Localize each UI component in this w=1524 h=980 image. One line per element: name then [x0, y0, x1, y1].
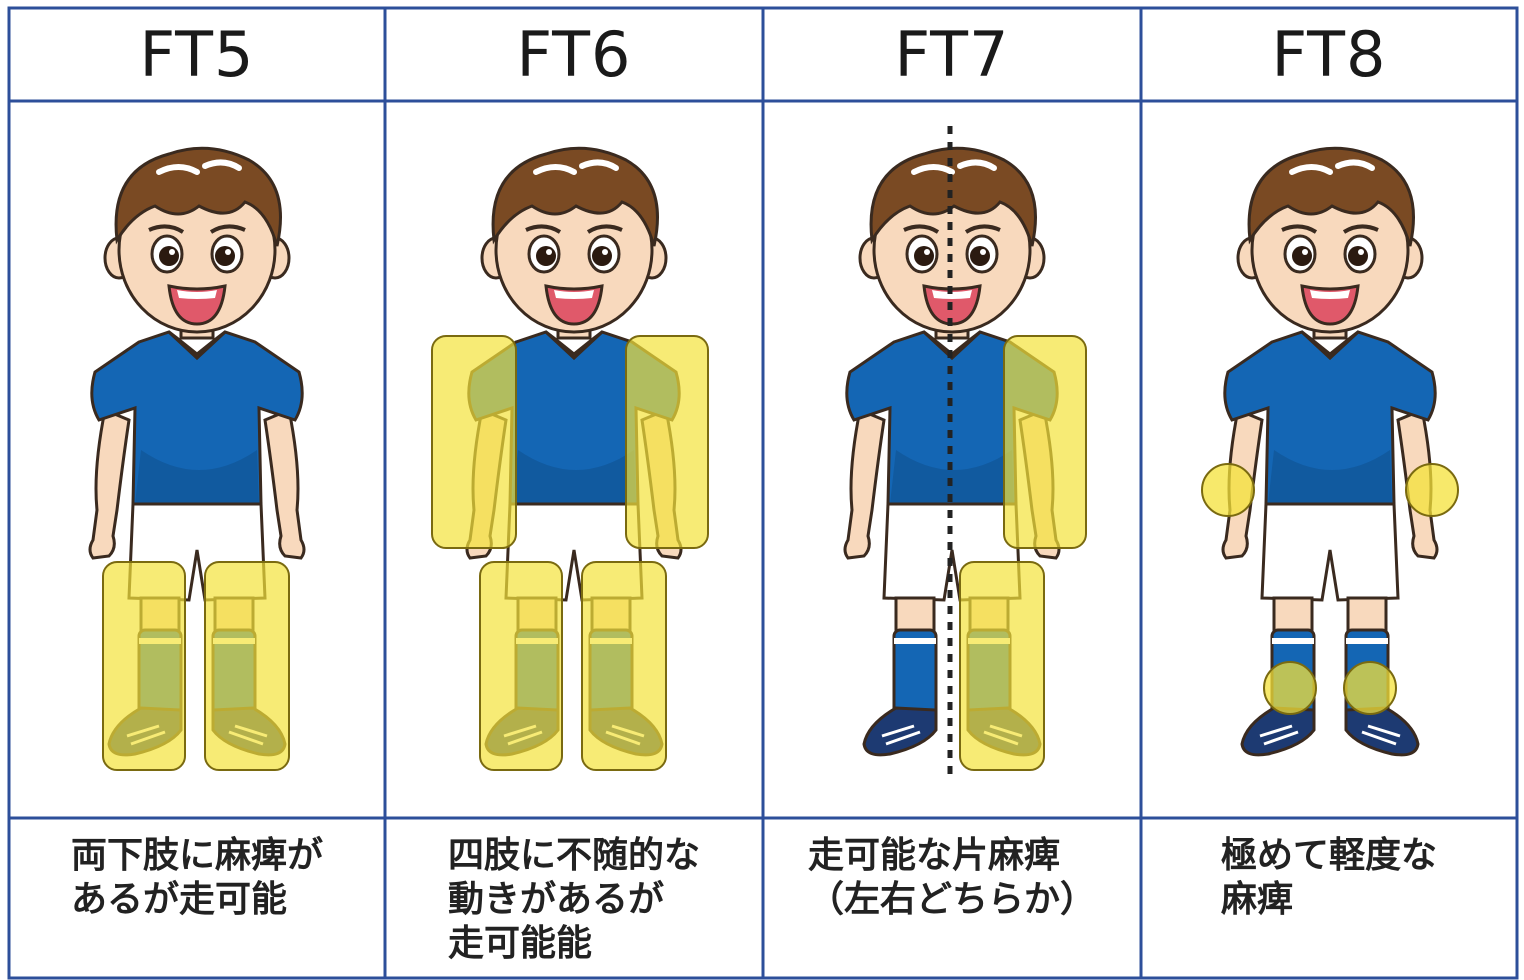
boy-illustration — [431, 146, 709, 771]
boy-illustration — [88, 146, 306, 771]
highlight-region — [204, 561, 290, 771]
shoes — [1240, 706, 1420, 757]
description-line: （左右どちらか） — [807, 879, 1096, 920]
description-line: 極めて軽度な — [1220, 835, 1437, 876]
description-ft6: 四肢に不随的な 動きがあるが 走可能能 — [385, 830, 763, 980]
jersey — [90, 330, 304, 506]
description-line: 走可能能 — [447, 923, 592, 964]
highlight-region — [959, 561, 1045, 771]
description-line: 四肢に不随的な — [447, 835, 700, 876]
description-line: 麻痺 — [1220, 879, 1293, 920]
highlight-region — [581, 561, 667, 771]
figure-ft7 — [764, 110, 1140, 814]
boy-illustration — [843, 126, 1087, 780]
description-line: 両下肢に麻痺が — [70, 835, 323, 876]
jersey — [1223, 330, 1437, 506]
highlight-region — [102, 561, 186, 771]
shorts — [1260, 502, 1400, 602]
highlight-region — [1201, 463, 1255, 517]
header-ft7: FT7 — [894, 18, 1010, 91]
description-ft7: 走可能な片麻痺 （左右どちらか） — [763, 830, 1141, 980]
arms — [88, 407, 306, 560]
head — [480, 146, 668, 340]
figure-ft8 — [1142, 110, 1518, 814]
head — [1236, 146, 1424, 340]
description-ft5: 両下肢に麻痺が あるが走可能 — [9, 830, 385, 980]
description-ft8: 極めて軽度な 麻痺 — [1141, 830, 1517, 980]
highlight-region — [1343, 661, 1397, 715]
highlight-region — [1263, 661, 1317, 715]
description-line: あるが走可能 — [70, 879, 287, 920]
description-line: 走可能な片麻痺 — [807, 835, 1060, 876]
highlight-region — [1405, 463, 1459, 517]
description-line: 動きがあるが — [447, 879, 664, 920]
highlight-region — [479, 561, 563, 771]
head — [103, 146, 291, 340]
header-ft6: FT6 — [516, 18, 632, 91]
figure-ft5 — [9, 110, 385, 814]
highlight-region — [1003, 335, 1087, 549]
highlight-region — [431, 335, 517, 549]
figure-ft6 — [386, 110, 762, 814]
boy-illustration — [1201, 146, 1459, 757]
header-ft8: FT8 — [1271, 18, 1387, 91]
highlight-region — [625, 335, 709, 549]
header-ft5: FT5 — [139, 18, 255, 91]
